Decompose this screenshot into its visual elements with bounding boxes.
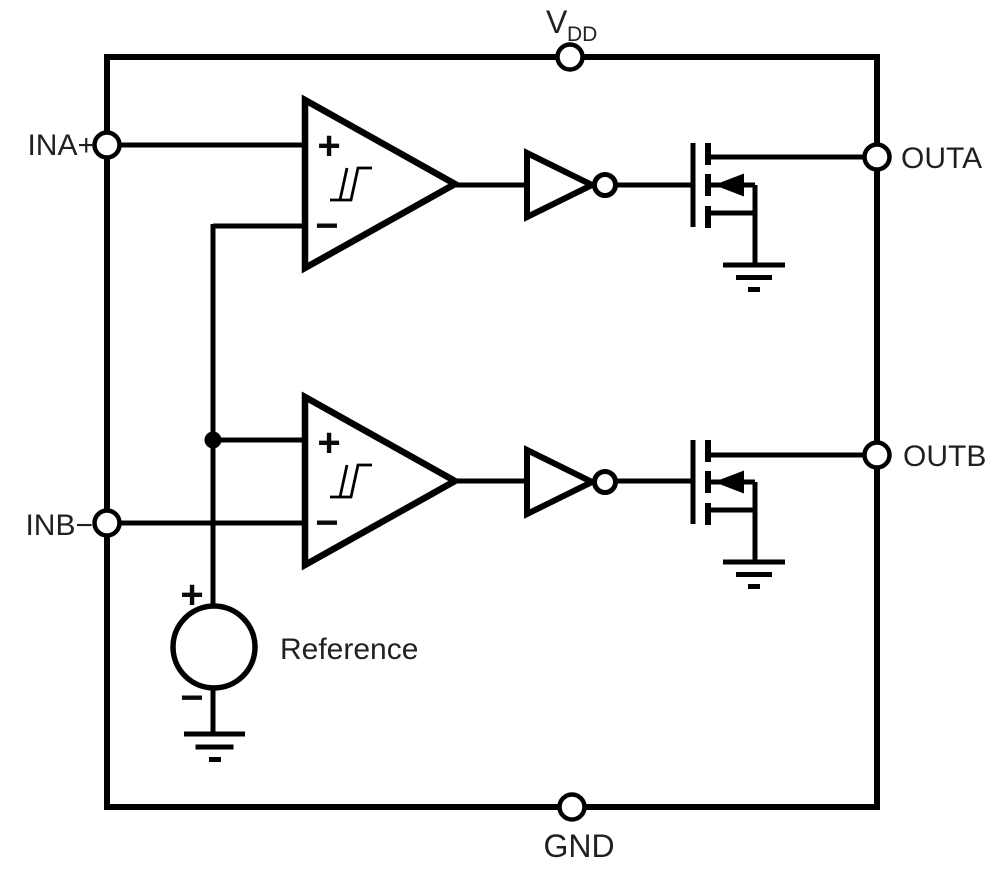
comparator-a: + − <box>301 94 462 274</box>
comparator-a-minus-sign: − <box>315 204 338 248</box>
inverter-b-triangle <box>524 445 599 519</box>
wires <box>107 142 877 734</box>
vdd-label-main: V <box>546 4 568 40</box>
voltage-source-circle <box>170 603 258 691</box>
mosfet-b <box>690 440 744 525</box>
reference-plus-sign: + <box>180 573 203 617</box>
inb-label: INB− <box>25 509 93 542</box>
ground-a <box>723 262 785 292</box>
inverter-a <box>524 148 618 222</box>
inverter-a-triangle <box>524 148 599 222</box>
pin-terminal-icon-outa <box>862 142 892 172</box>
ground-b <box>723 559 785 589</box>
inverter-b <box>524 445 618 519</box>
vdd-label-subscript: DD <box>567 23 597 46</box>
comparator-a-plus-sign: + <box>317 124 340 168</box>
hysteresis-icon <box>338 464 349 498</box>
body-arrow-icon <box>714 470 744 494</box>
comparator-b-minus-sign: − <box>315 501 338 545</box>
device-outline <box>104 54 880 810</box>
outa-label: OUTA <box>901 142 982 175</box>
reference-label: Reference <box>280 633 418 666</box>
pin-labels: V DD INA+ INB− OUTA OUTB GND <box>25 4 986 864</box>
outb-label: OUTB <box>903 440 986 473</box>
comparator-b-triangle <box>301 391 462 571</box>
hysteresis-icon <box>338 167 349 201</box>
pin-terminal-icon-gnd <box>557 792 587 822</box>
reference-minus-sign: − <box>180 676 203 720</box>
pin-terminal-icon-vdd <box>555 42 585 72</box>
comparator-b: + − <box>301 391 462 571</box>
pin-terminal-icon-inb <box>92 508 122 538</box>
ina-label: INA+ <box>27 129 95 162</box>
inversion-bubble-icon <box>592 172 618 198</box>
comparator-b-plus-sign: + <box>317 421 340 465</box>
comparator-a-triangle <box>301 94 462 274</box>
ground-reference <box>184 731 245 762</box>
gnd-label: GND <box>543 828 614 864</box>
reference-source: + − Reference <box>170 573 418 720</box>
mosfet-a <box>690 143 744 228</box>
pin-terminal-icon-outb <box>862 440 892 470</box>
pin-terminal-icon-ina <box>92 130 122 160</box>
package-pins <box>92 42 892 822</box>
junction-dot-icon <box>204 431 222 449</box>
body-arrow-icon <box>714 173 744 197</box>
inversion-bubble-icon <box>592 469 618 495</box>
